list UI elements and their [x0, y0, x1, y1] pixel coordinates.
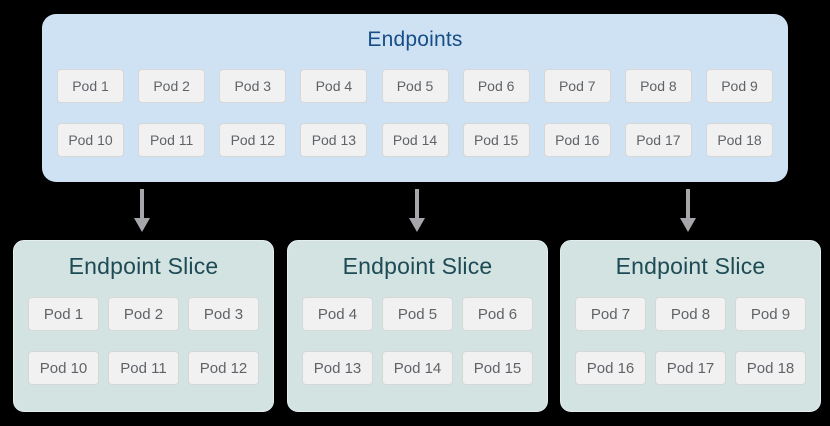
arrow-head	[134, 218, 150, 232]
endpoint-slice-box-3: Endpoint Slice Pod 7 Pod 8 Pod 9 Pod 16 …	[560, 240, 821, 412]
pod-box: Pod 12	[219, 123, 287, 157]
pod-box: Pod 16	[575, 351, 646, 385]
pod-box: Pod 5	[381, 69, 449, 103]
pod-box: Pod 17	[655, 351, 726, 385]
endpoint-slice-box-1: Endpoint Slice Pod 1 Pod 2 Pod 3 Pod 10 …	[13, 240, 274, 412]
pod-box: Pod 4	[302, 297, 373, 331]
endpoint-slice-title: Endpoint Slice	[615, 253, 766, 279]
pod-box: Pod 14	[382, 351, 453, 385]
pod-box: Pod 15	[462, 123, 530, 157]
slice-pod-row: Pod 4 Pod 5 Pod 6	[288, 297, 547, 331]
arrow-stem	[415, 189, 419, 218]
pod-box: Pod 14	[381, 123, 449, 157]
pod-box: Pod 1	[28, 297, 99, 331]
slice-pod-row: Pod 13 Pod 14 Pod 15	[288, 351, 547, 385]
pod-box: Pod 6	[462, 297, 533, 331]
endpoints-title: Endpoints	[367, 28, 463, 51]
pod-box: Pod 13	[302, 351, 373, 385]
pod-box: Pod 18	[706, 123, 773, 157]
pod-box: Pod 18	[735, 351, 806, 385]
pod-box: Pod 15	[462, 351, 533, 385]
endpoints-box: Endpoints Pod 1 Pod 2 Pod 3 Pod 4 Pod 5 …	[42, 14, 788, 182]
pod-box: Pod 11	[138, 123, 206, 157]
pod-box: Pod 7	[543, 69, 611, 103]
endpoint-slice-box-2: Endpoint Slice Pod 4 Pod 5 Pod 6 Pod 13 …	[287, 240, 548, 412]
slice-pod-row: Pod 16 Pod 17 Pod 18	[561, 351, 820, 385]
pod-box: Pod 1	[57, 69, 124, 103]
pod-box: Pod 2	[108, 297, 179, 331]
pod-box: Pod 8	[624, 69, 692, 103]
arrow-stem	[140, 189, 144, 218]
arrow-down-icon	[130, 189, 154, 232]
pod-box: Pod 2	[138, 69, 206, 103]
pod-box: Pod 5	[382, 297, 453, 331]
arrow-head	[409, 218, 425, 232]
slice-pod-row: Pod 7 Pod 8 Pod 9	[561, 297, 820, 331]
pod-box: Pod 3	[219, 69, 287, 103]
pod-box: Pod 16	[543, 123, 611, 157]
pod-box: Pod 11	[108, 351, 179, 385]
arrow-stem	[686, 189, 690, 218]
endpoint-slice-title: Endpoint Slice	[68, 253, 219, 279]
pod-box: Pod 17	[624, 123, 692, 157]
endpoints-pod-row-2: Pod 10 Pod 11 Pod 12 Pod 13 Pod 14 Pod 1…	[42, 123, 788, 157]
pod-box: Pod 8	[655, 297, 726, 331]
slice-pod-row: Pod 10 Pod 11 Pod 12	[14, 351, 273, 385]
arrow-head	[680, 218, 696, 232]
pod-box: Pod 9	[706, 69, 773, 103]
pod-box: Pod 7	[575, 297, 646, 331]
endpoint-slice-title: Endpoint Slice	[342, 253, 493, 279]
pod-box: Pod 6	[462, 69, 530, 103]
pod-box: Pod 4	[300, 69, 368, 103]
slice-pod-row: Pod 1 Pod 2 Pod 3	[14, 297, 273, 331]
pod-box: Pod 9	[735, 297, 806, 331]
endpoints-pod-row-1: Pod 1 Pod 2 Pod 3 Pod 4 Pod 5 Pod 6 Pod …	[42, 69, 788, 103]
arrow-down-icon	[405, 189, 429, 232]
pod-box: Pod 10	[57, 123, 124, 157]
pod-box: Pod 13	[300, 123, 368, 157]
pod-box: Pod 3	[188, 297, 259, 331]
pod-box: Pod 12	[188, 351, 259, 385]
arrow-down-icon	[676, 189, 700, 232]
pod-box: Pod 10	[28, 351, 99, 385]
